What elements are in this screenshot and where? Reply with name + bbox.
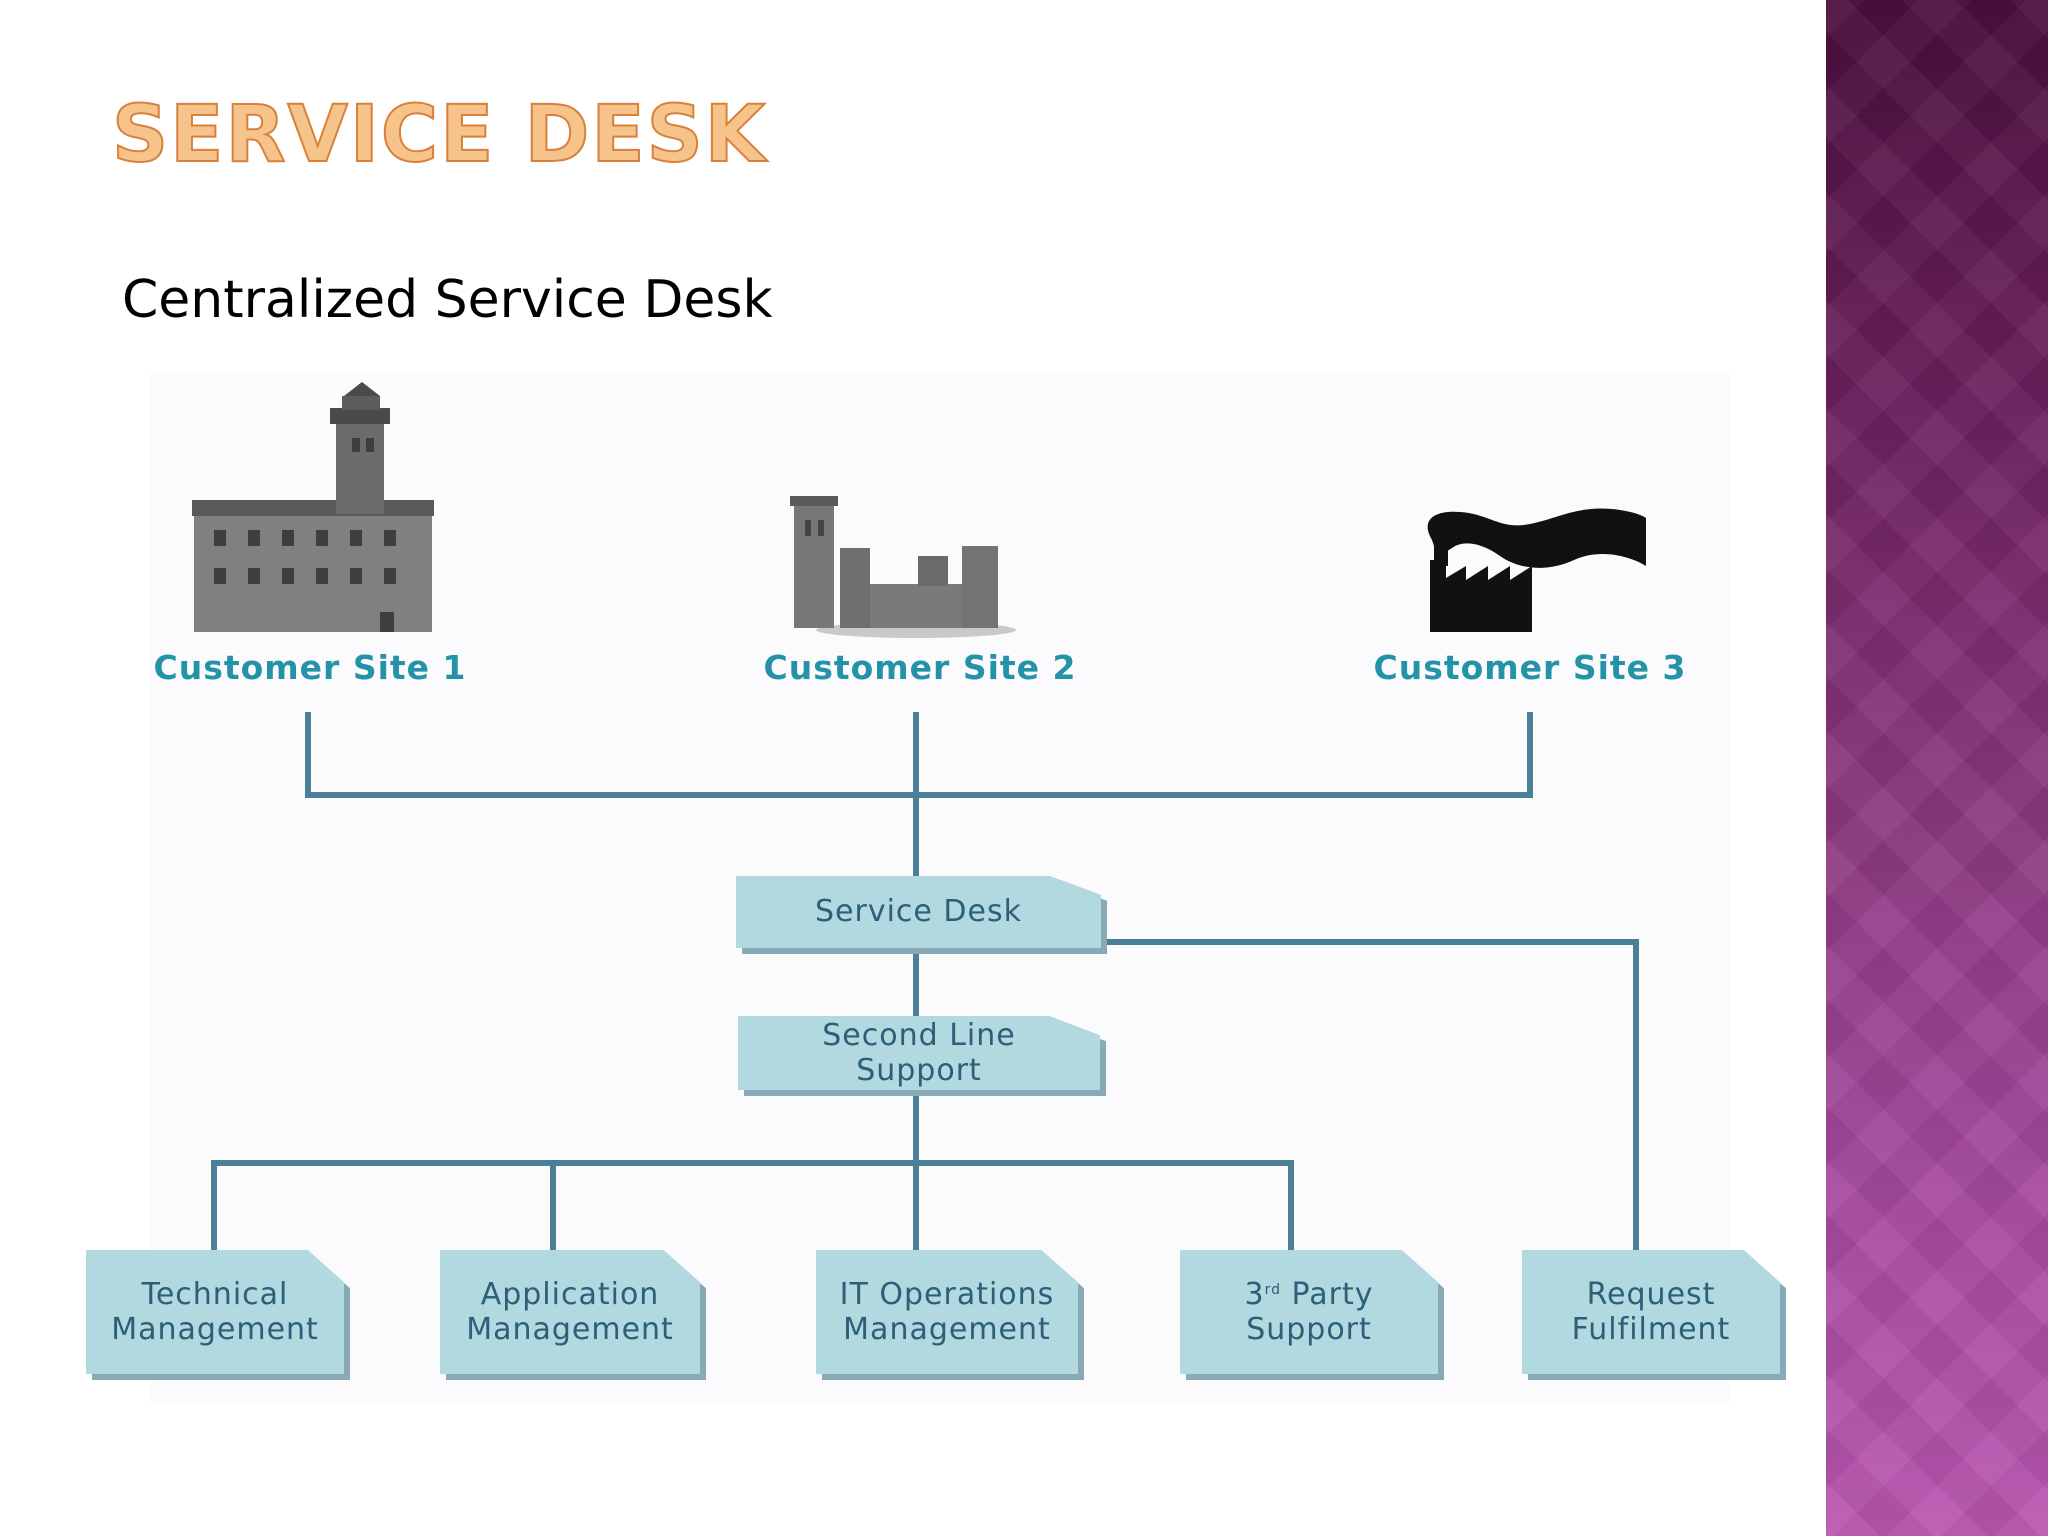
- third-party-support-label: 3rd Party Support: [1244, 1277, 1373, 1348]
- castle-icon: [790, 496, 1016, 638]
- technical-management-label: Technical Management: [111, 1276, 319, 1347]
- third-party-number: 3: [1244, 1276, 1265, 1312]
- application-management-box: Application Management: [440, 1250, 700, 1374]
- connector-desk-to-request: [1104, 939, 1639, 1250]
- site-label-3: Customer Site 3: [1373, 648, 1687, 687]
- it-operations-management-label: IT Operations Management: [839, 1276, 1055, 1347]
- slide-title: SERVICE DESK: [111, 90, 768, 180]
- connector-lines: [211, 712, 1639, 1250]
- service-desk-box: Service Desk: [736, 876, 1101, 948]
- application-management-label: Application Management: [466, 1276, 674, 1347]
- request-fulfilment-label: Request Fulfilment: [1571, 1276, 1731, 1347]
- palace-icon: [192, 382, 434, 632]
- second-line-support-label: Second Line Support: [822, 1017, 1016, 1088]
- slide-subtitle: Centralized Service Desk: [122, 270, 773, 330]
- technical-management-box: Technical Management: [86, 1250, 344, 1374]
- site-label-1: Customer Site 1: [153, 648, 467, 687]
- site-label-2: Customer Site 2: [763, 648, 1077, 687]
- it-operations-management-box: IT Operations Management: [816, 1250, 1078, 1374]
- factory-icon: [1427, 508, 1646, 632]
- third-party-text: Party Support: [1246, 1276, 1374, 1347]
- request-fulfilment-box: Request Fulfilment: [1522, 1250, 1780, 1374]
- slide-side-band: [1826, 0, 2048, 1536]
- service-desk-label: Service Desk: [815, 894, 1022, 930]
- connector-resolver-bus: [211, 1160, 1294, 1250]
- third-party-support-box: 3rd Party Support: [1180, 1250, 1438, 1374]
- second-line-support-box: Second Line Support: [738, 1016, 1100, 1090]
- third-party-ordinal: rd: [1264, 1281, 1281, 1298]
